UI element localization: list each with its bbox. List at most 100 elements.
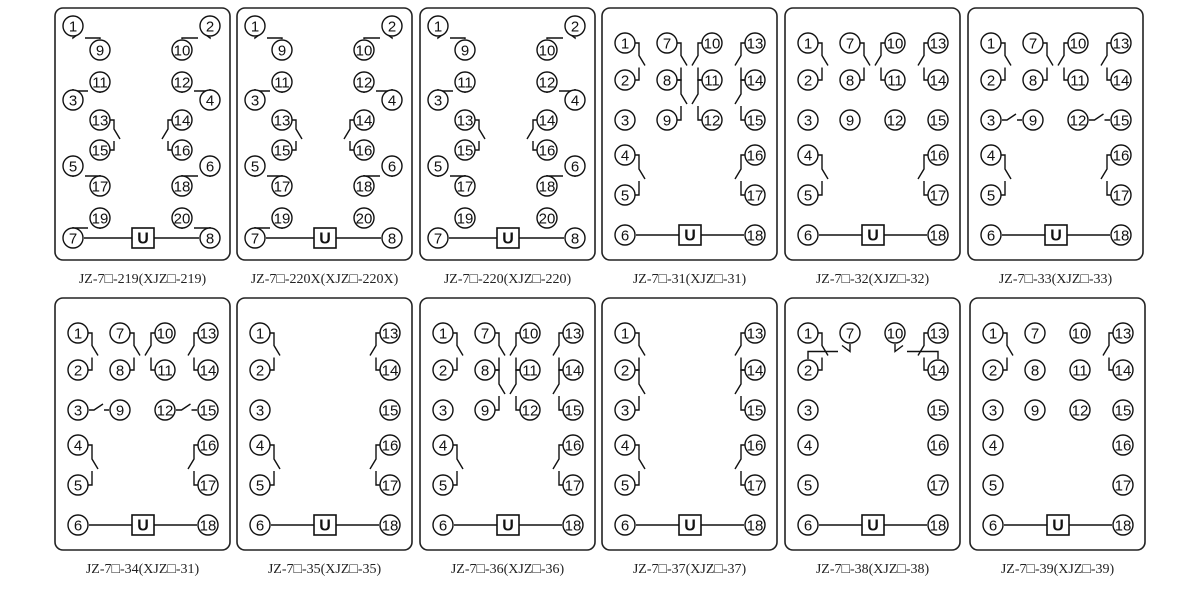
terminal-number: 13 [747, 326, 764, 343]
terminal-circle [381, 155, 403, 177]
terminal-6: 6 [982, 514, 1004, 536]
terminal-number: 13 [457, 113, 474, 130]
terminal-circle [927, 399, 949, 421]
coil-box [313, 227, 337, 249]
terminal-4: 4 [797, 434, 819, 456]
terminal-number: 2 [388, 19, 396, 36]
terminal-9: 9 [1022, 109, 1044, 131]
terminal-18: 18 [1112, 514, 1134, 536]
terminal-number: 3 [621, 403, 629, 420]
terminal-circle [89, 39, 111, 61]
panel-caption: JZ-7□-220X(XJZ□-220X) [251, 272, 399, 287]
terminal-3: 3 [614, 109, 636, 131]
contact-4-5 [1001, 154, 1012, 196]
terminal-number: 15 [382, 403, 399, 420]
terminal-number: 9 [1029, 113, 1037, 130]
terminal-circle [927, 322, 949, 344]
terminal-circle [701, 109, 723, 131]
terminal-circle [454, 175, 476, 197]
terminal-circle [701, 69, 723, 91]
terminal-circle [744, 514, 766, 536]
terminal-number: 5 [804, 478, 812, 495]
terminal-circle [614, 359, 636, 381]
terminal-number: 10 [522, 326, 539, 343]
terminal-circle [519, 359, 541, 381]
terminal-circle [154, 399, 176, 421]
terminal-number: 18 [382, 518, 399, 535]
terminal-circle [244, 227, 266, 249]
terminal-circle [980, 224, 1002, 246]
terminal-number: 7 [481, 326, 489, 343]
terminal-number: 5 [621, 478, 629, 495]
terminal-12: 12 [353, 71, 375, 93]
terminal-circle [249, 434, 271, 456]
terminal-circle [67, 514, 89, 536]
terminal-13: 13 [1110, 32, 1132, 54]
terminal-circle [379, 434, 401, 456]
terminal-circle [744, 434, 766, 456]
terminal-6: 6 [381, 155, 403, 177]
terminal-15: 15 [454, 139, 476, 161]
terminal-number: 13 [1113, 36, 1130, 53]
terminal-number: 17 [747, 478, 764, 495]
terminal-9: 9 [839, 109, 861, 131]
terminal-number: 1 [804, 326, 812, 343]
terminal-number: 20 [356, 211, 373, 228]
terminal-circle [67, 359, 89, 381]
terminal-number: 6 [804, 518, 812, 535]
terminal-number: 6 [388, 159, 396, 176]
terminal-2: 2 [199, 15, 221, 37]
contact-1-2 [818, 42, 829, 81]
terminal-number: 18 [747, 228, 764, 245]
terminal-number: 7 [846, 326, 854, 343]
terminal-6: 6 [797, 224, 819, 246]
terminal-17: 17 [562, 474, 584, 496]
terminal-circle [519, 322, 541, 344]
terminal-15: 15 [927, 109, 949, 131]
terminal-16: 16 [536, 139, 558, 161]
terminal-circle [379, 322, 401, 344]
terminal-10: 10 [154, 322, 176, 344]
terminal-circle [744, 322, 766, 344]
terminal-number: 13 [274, 113, 291, 130]
terminal-circle [353, 109, 375, 131]
terminal-circle [562, 434, 584, 456]
terminal-18: 18 [1110, 224, 1132, 246]
terminal-circle [839, 32, 861, 54]
terminal-number: 5 [434, 159, 442, 176]
terminal-circle [474, 359, 496, 381]
terminal-9: 9 [1024, 399, 1046, 421]
terminal-number: 15 [92, 143, 109, 160]
terminal-number: 14 [356, 113, 373, 130]
contact-4-5 [635, 154, 646, 196]
terminal-circle [244, 155, 266, 177]
terminal-10: 10 [171, 39, 193, 61]
terminal-18: 18 [353, 175, 375, 197]
terminal-8: 8 [1022, 69, 1044, 91]
terminal-circle [199, 15, 221, 37]
terminal-circle [982, 514, 1004, 536]
terminal-circle [1112, 359, 1134, 381]
terminal-circle [982, 399, 1004, 421]
terminal-circle [199, 89, 221, 111]
terminal-circle [536, 71, 558, 93]
terminal-number: 1 [69, 19, 77, 36]
terminal-number: 7 [1031, 326, 1039, 343]
terminal-4: 4 [199, 89, 221, 111]
terminal-circle [1110, 184, 1132, 206]
terminal-7: 7 [474, 322, 496, 344]
contact-11-12 [509, 369, 520, 411]
terminal-circle [171, 175, 193, 197]
terminal-number: 4 [621, 438, 629, 455]
terminal-7: 7 [109, 322, 131, 344]
contact-13-14 [187, 332, 198, 371]
terminal-circle [797, 144, 819, 166]
terminal-7: 7 [62, 227, 84, 249]
terminal-number: 10 [1072, 326, 1089, 343]
terminal-17: 17 [927, 184, 949, 206]
terminal-circle [797, 359, 819, 381]
terminal-circle [982, 322, 1004, 344]
contact-7-8 [130, 332, 141, 371]
